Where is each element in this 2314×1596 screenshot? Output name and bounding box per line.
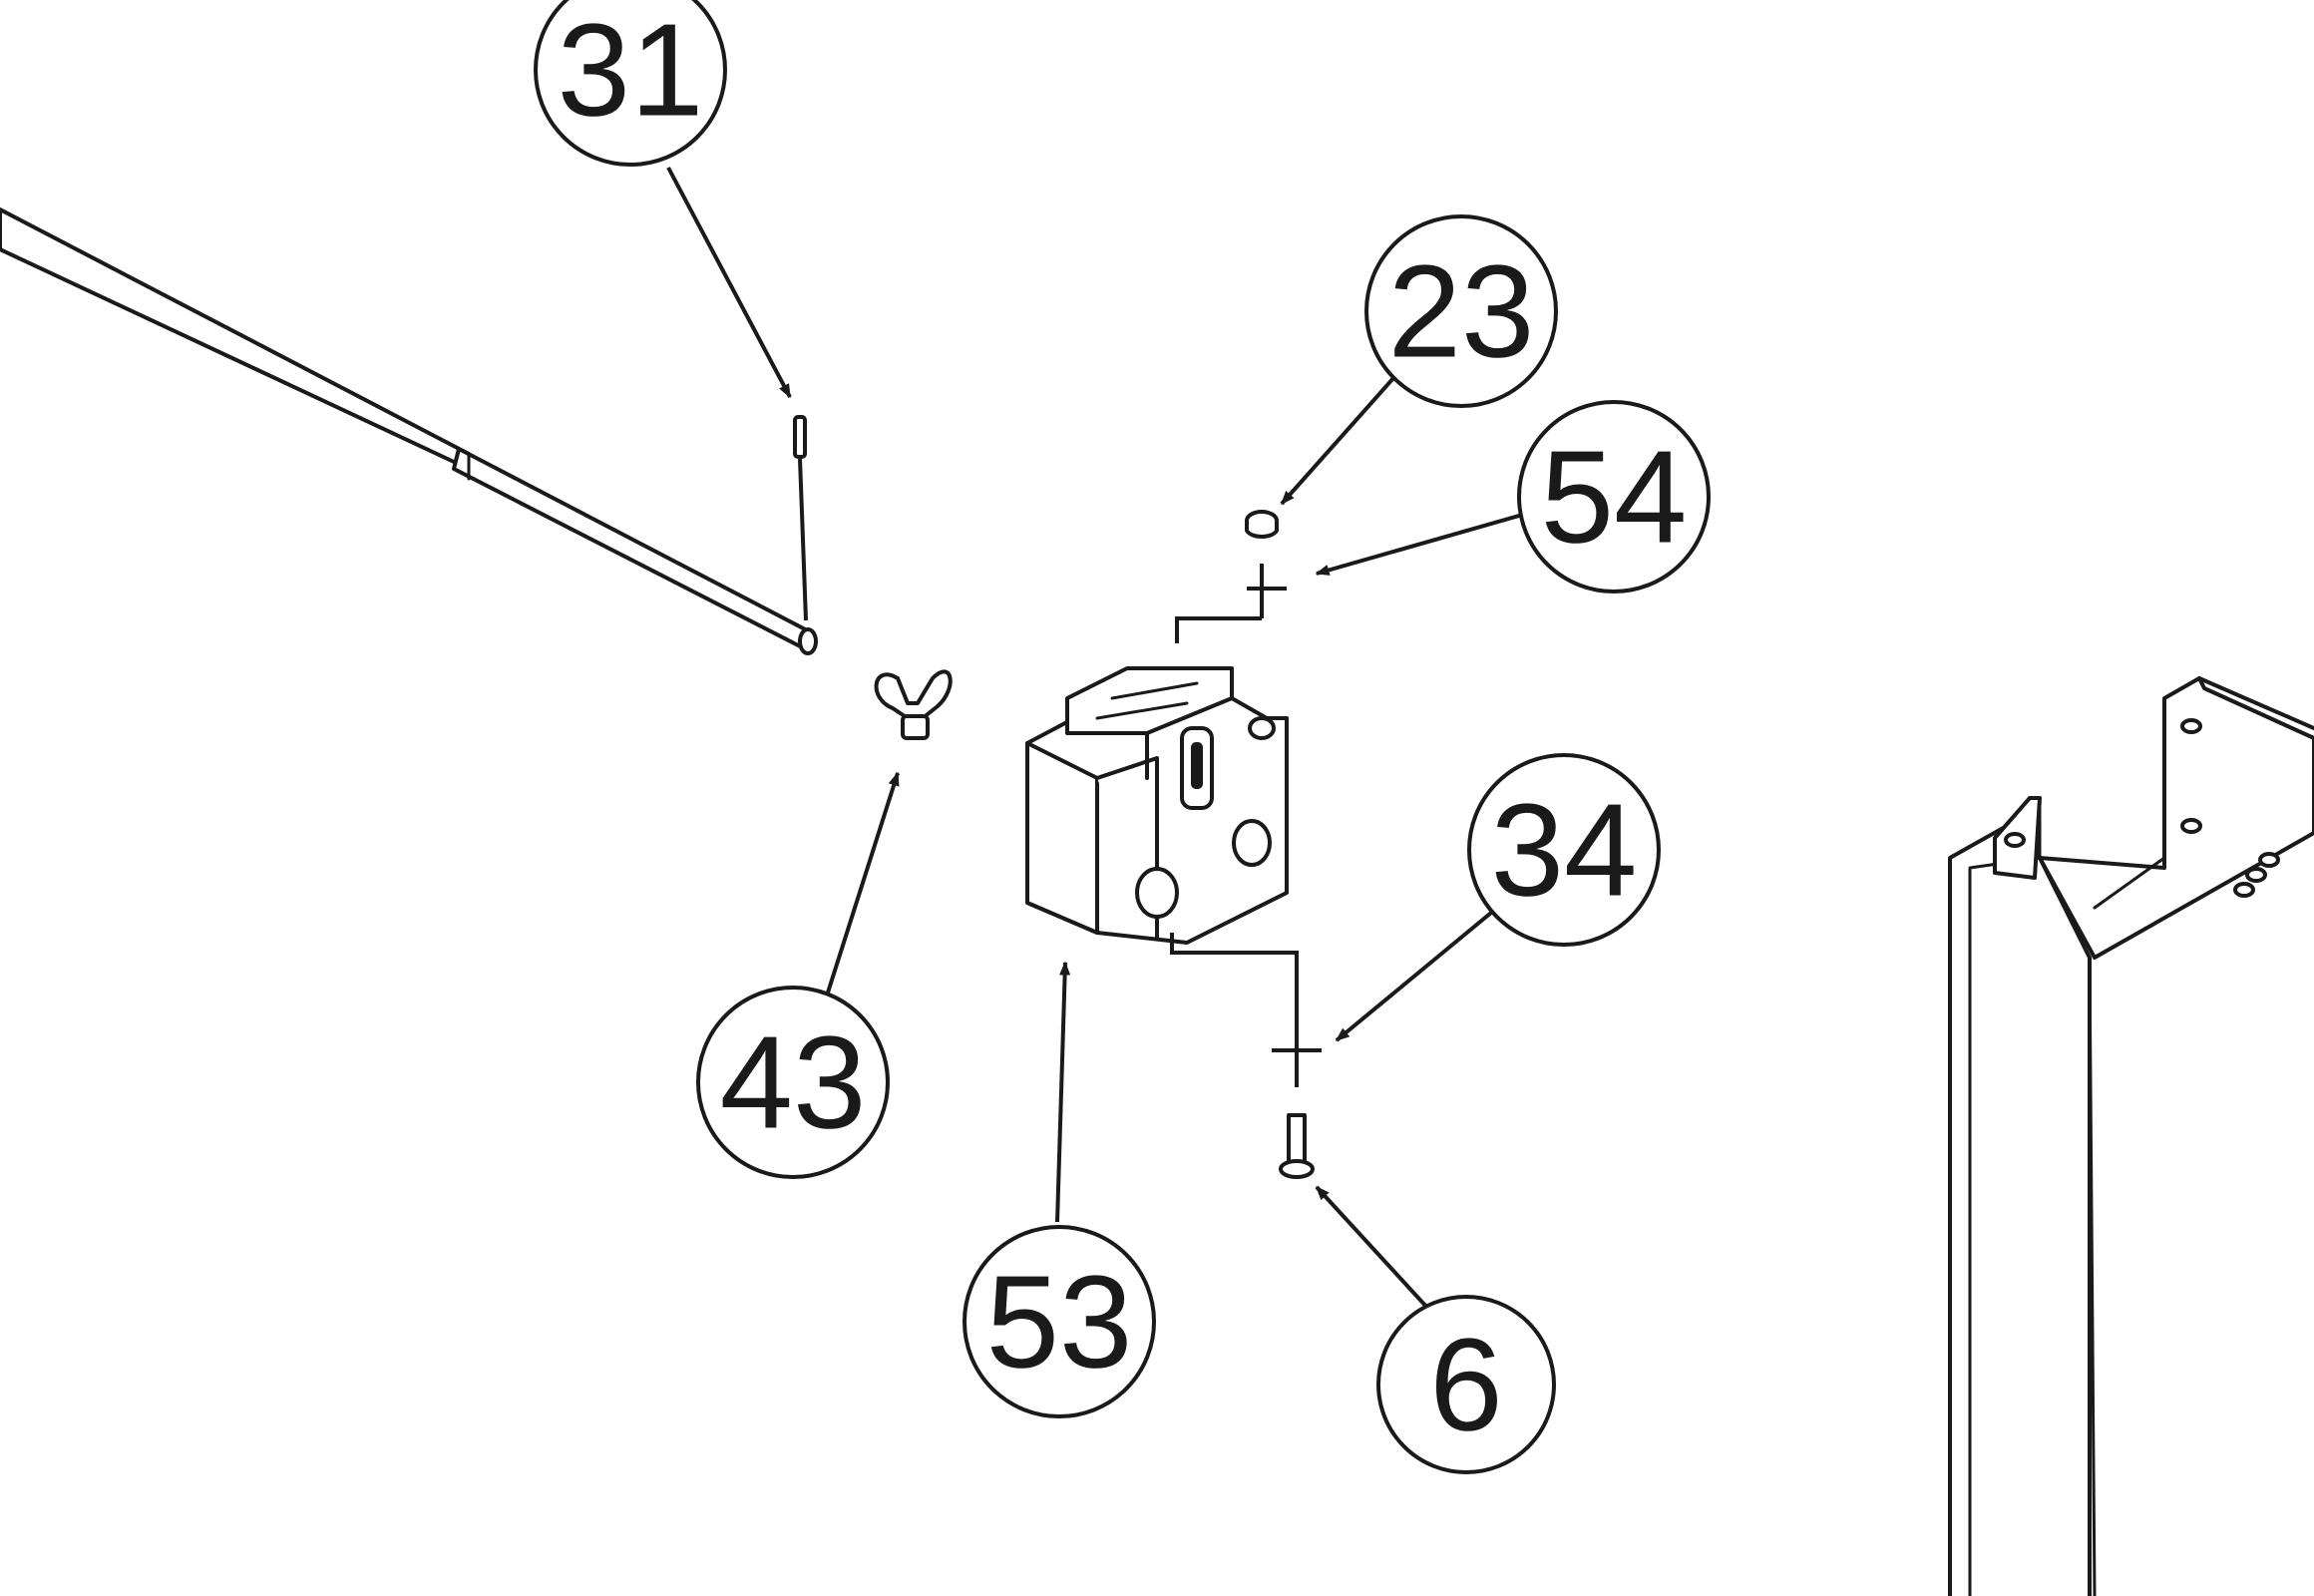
leader-31 [666, 167, 792, 399]
callout-6-label: 6 [1429, 1312, 1502, 1458]
callout-6: 6 [1376, 1295, 1556, 1474]
nut-part-23 [1245, 510, 1279, 539]
callout-23: 23 [1364, 214, 1558, 408]
screw-part-6 [1279, 1113, 1315, 1179]
leader-54 [1315, 512, 1527, 576]
u-channel-bracket [1948, 676, 2314, 1596]
callout-34: 34 [1467, 753, 1661, 947]
callout-53: 53 [963, 1225, 1156, 1418]
rod-assembly [0, 207, 818, 655]
connector-block-part-53 [1025, 666, 1289, 945]
washer-part-34 [1170, 933, 1322, 1087]
pin-part-31 [793, 415, 808, 621]
callout-43: 43 [696, 986, 890, 1179]
callout-54-label: 54 [1541, 424, 1688, 571]
callout-34-label: 34 [1491, 777, 1638, 924]
leader-53 [1055, 961, 1071, 1223]
washer-part-54 [1175, 564, 1287, 643]
leader-lines [666, 167, 1527, 1311]
leader-23 [1280, 375, 1396, 506]
callout-54: 54 [1517, 400, 1711, 594]
callout-53-label: 53 [986, 1249, 1133, 1396]
wing-nut-part-43 [874, 669, 953, 740]
leader-34 [1335, 911, 1493, 1042]
callout-43-label: 43 [720, 1009, 867, 1156]
callout-31: 31 [534, 0, 727, 167]
leader-43 [826, 771, 900, 994]
callout-23-label: 23 [1388, 238, 1535, 385]
leader-6 [1315, 1185, 1430, 1311]
callout-31-label: 31 [558, 0, 704, 144]
